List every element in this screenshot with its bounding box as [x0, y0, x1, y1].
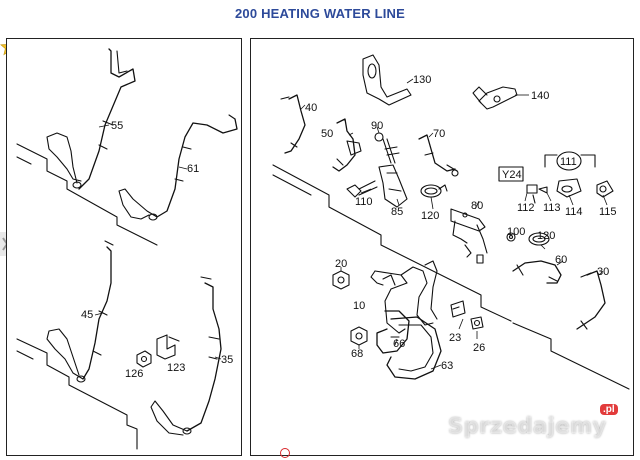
- hose-45: [46, 240, 114, 383]
- pipe-assembly-10: [370, 260, 438, 334]
- hose-70: [418, 134, 459, 177]
- page-title: 200 HEATING WATER LINE: [234, 6, 406, 21]
- hose-35: [150, 276, 222, 436]
- left-diagram-drawing: 55 61 45 35 126 123: [16, 48, 238, 450]
- label-90: 90: [371, 120, 383, 132]
- label-35: 35: [221, 354, 233, 366]
- bolt-110: [346, 180, 378, 198]
- label-10: 10: [353, 300, 365, 312]
- label-68: 68: [351, 348, 363, 360]
- group-111: [544, 151, 596, 171]
- label-126: 126: [125, 368, 143, 380]
- label-55: 55: [111, 120, 123, 132]
- label-100: 100: [507, 226, 525, 238]
- clamp-120-upper: [420, 184, 448, 198]
- label-30: 30: [597, 266, 609, 278]
- hose-55: [46, 48, 136, 190]
- label-50: 50: [321, 128, 333, 140]
- right-leader-lines: [300, 78, 608, 370]
- label-110: 110: [355, 196, 373, 208]
- label-40: 40: [305, 102, 317, 114]
- left-leader-lines: [94, 124, 222, 360]
- label-80: 80: [471, 200, 483, 212]
- clip-126-123: [136, 334, 180, 368]
- label-140: 140: [531, 90, 549, 102]
- hose-30: [576, 270, 606, 330]
- nut-20: [332, 270, 350, 290]
- label-70: 70: [433, 128, 445, 140]
- engine-outline-upper: [16, 143, 158, 246]
- label-120-upper: 120: [421, 210, 439, 222]
- label-130: 130: [413, 74, 431, 86]
- left-diagram-panel: 55 61 45 35 126 123: [6, 38, 242, 456]
- red-circle-marker: [280, 448, 290, 458]
- valve-80: [450, 208, 488, 264]
- cable-tie-140: [472, 86, 518, 110]
- hose-61: [118, 114, 238, 221]
- engine-outline-right-upper: [272, 164, 512, 322]
- label-26: 26: [473, 342, 485, 354]
- fitting-50: [332, 118, 362, 172]
- bolt-90: [374, 132, 400, 164]
- engine-outline-lower: [16, 338, 138, 450]
- label-23: 23: [449, 332, 461, 344]
- hose-66: [376, 310, 410, 354]
- pipe-63: [386, 316, 442, 380]
- label-120-lower: 120: [537, 230, 555, 242]
- label-123: 123: [167, 362, 185, 374]
- bracket-85: [378, 164, 408, 208]
- y24-box: [498, 166, 524, 182]
- clamp-100-120: [506, 232, 550, 246]
- label-113: 113: [543, 202, 561, 214]
- parts-112-115: [526, 178, 614, 204]
- label-60: 60: [555, 254, 567, 266]
- bracket-130: [362, 54, 412, 106]
- label-20: 20: [335, 258, 347, 270]
- label-45: 45: [81, 309, 93, 321]
- nut-68: [350, 326, 368, 346]
- label-114: 114: [565, 206, 583, 218]
- label-63: 63: [441, 360, 453, 372]
- hose-60: [512, 260, 562, 284]
- label-85: 85: [391, 206, 403, 218]
- label-y24: Y24: [502, 169, 522, 181]
- right-diagram-panel: 130 140 40 50 90 70 Y24 111 110 85 120 8…: [250, 38, 634, 456]
- watermark-badge: .pl: [600, 404, 618, 415]
- label-61: 61: [187, 163, 199, 175]
- right-diagram-drawing: 130 140 40 50 90 70 Y24 111 110 85 120 8…: [272, 54, 630, 390]
- watermark-logo: Sprzedajemy: [448, 414, 607, 438]
- hose-40: [280, 94, 306, 154]
- label-111: 111: [560, 156, 577, 168]
- label-112: 112: [517, 202, 535, 214]
- fittings-23-26: [450, 300, 484, 330]
- label-115: 115: [599, 206, 617, 218]
- engine-outline-right-lower: [512, 322, 630, 390]
- label-66: 66: [393, 338, 405, 350]
